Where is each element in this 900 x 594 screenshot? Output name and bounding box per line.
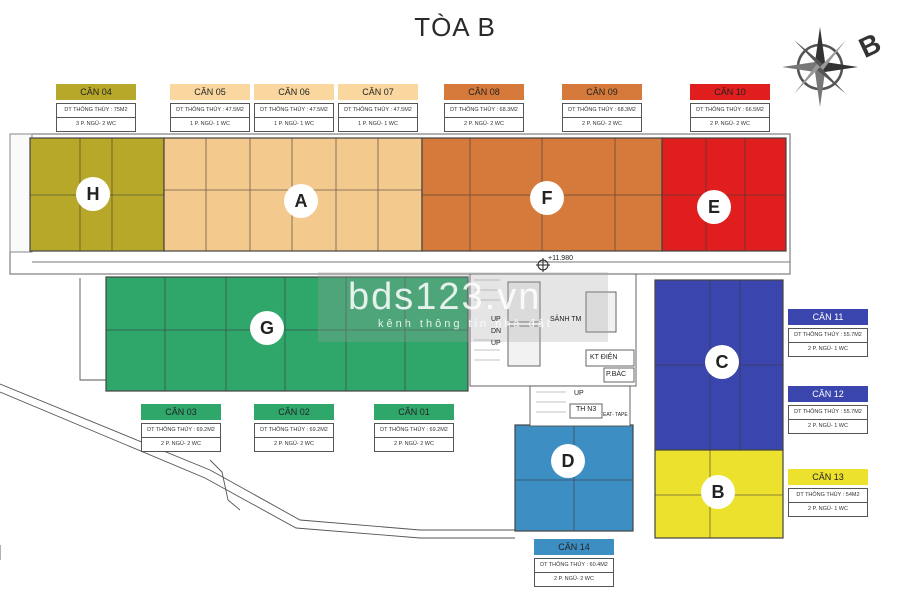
watermark-brand: bds123.vn: [348, 276, 542, 318]
core-sanh: SẢNH TM: [550, 316, 582, 323]
unit-area: DT THÔNG THỦY : 47.5M2: [254, 103, 334, 118]
unit-name: CĂN 04: [56, 84, 136, 100]
unit-rooms: 2 P. NGỦ- 1 WC: [788, 503, 868, 517]
unit-card-can-04: CĂN 04 DT THÔNG THỦY : 75M2 3 P. NGỦ- 2 …: [56, 84, 136, 132]
unit-rooms: 1 P. NGỦ- 1 WC: [254, 118, 334, 132]
compass-rose-icon: [782, 27, 858, 107]
unit-name: CĂN 03: [141, 404, 221, 420]
core-up-3: UP: [574, 390, 584, 397]
unit-rooms: 3 P. NGỦ- 2 WC: [56, 118, 136, 132]
unit-name: CĂN 14: [534, 539, 614, 555]
unit-rooms: 2 P. NGỦ- 2 WC: [690, 118, 770, 132]
unit-area: DT THÔNG THỦY : 47.5M2: [170, 103, 250, 118]
core-up-1: UP: [491, 316, 501, 323]
unit-area: DT THÔNG THỦY : 75M2: [56, 103, 136, 118]
unit-area: DT THÔNG THỦY : 55.7M2: [788, 328, 868, 343]
watermark: bds123.vn kênh thông tin nhà đất: [318, 272, 608, 342]
unit-rooms: 2 P. NGỦ- 2 WC: [374, 438, 454, 452]
core-p-bac: P.BÁC: [606, 371, 627, 378]
unit-name: CĂN 08: [444, 84, 524, 100]
unit-name: CĂN 07: [338, 84, 418, 100]
unit-area: DT THÔNG THỦY : 68.3M2: [444, 103, 524, 118]
unit-area: DT THÔNG THỦY : 54M2: [788, 488, 868, 503]
unit-rooms: 2 P. NGỦ- 2 WC: [444, 118, 524, 132]
unit-name: CĂN 09: [562, 84, 642, 100]
unit-card-can-13: CĂN 13 DT THÔNG THỦY : 54M2 2 P. NGỦ- 1 …: [788, 469, 868, 517]
unit-name: CĂN 02: [254, 404, 334, 420]
unit-name: CĂN 05: [170, 84, 250, 100]
unit-card-can-09: CĂN 09 DT THÔNG THỦY : 68.3M2 2 P. NGỦ- …: [562, 84, 642, 132]
unit-name: CĂN 06: [254, 84, 334, 100]
unit-area: DT THÔNG THỦY : 66.5M2: [690, 103, 770, 118]
unit-name: CĂN 12: [788, 386, 868, 402]
level-mark: +11.980: [548, 255, 573, 262]
unit-name: CĂN 10: [690, 84, 770, 100]
core-kt-dien: KT ĐIỆN: [590, 354, 618, 361]
unit-card-can-03: CĂN 03 DT THÔNG THỦY : 69.2M2 2 P. NGỦ- …: [141, 404, 221, 452]
unit-area: DT THÔNG THỦY : 55.7M2: [788, 405, 868, 420]
core-th-n3: TH N3: [576, 406, 597, 413]
left-wing-outline: [9, 133, 33, 253]
zone-label-g: G: [250, 311, 284, 345]
unit-area: DT THÔNG THỦY : 68.3M2: [562, 103, 642, 118]
unit-rooms: 2 P. NGỦ- 2 WC: [141, 438, 221, 452]
unit-card-can-11: CĂN 11 DT THÔNG THỦY : 55.7M2 2 P. NGỦ- …: [788, 309, 868, 357]
unit-card-can-12: CĂN 12 DT THÔNG THỦY : 55.7M2 2 P. NGỦ- …: [788, 386, 868, 434]
unit-rooms: 2 P. NGỦ- 2 WC: [534, 573, 614, 587]
unit-card-can-06: CĂN 06 DT THÔNG THỦY : 47.5M2 1 P. NGỦ- …: [254, 84, 334, 132]
core-eat-tape: EAT- TAPE: [603, 412, 628, 418]
stair-lines: [474, 279, 566, 413]
unit-rooms: 1 P. NGỦ- 1 WC: [338, 118, 418, 132]
unit-name: CĂN 13: [788, 469, 868, 485]
unit-card-can-02: CĂN 02 DT THÔNG THỦY : 69.2M2 2 P. NGỦ- …: [254, 404, 334, 452]
zone-label-c: C: [705, 345, 739, 379]
core-area: [469, 273, 637, 427]
unit-card-can-07: CĂN 07 DT THÔNG THỦY : 47.5M2 1 P. NGỦ- …: [338, 84, 418, 132]
unit-area: DT THÔNG THỦY : 69.2M2: [141, 423, 221, 438]
zone-label-e: E: [697, 190, 731, 224]
core-dn: DN: [491, 328, 502, 335]
zone-label-b: B: [701, 475, 735, 509]
unit-card-can-05: CĂN 05 DT THÔNG THỦY : 47.5M2 1 P. NGỦ- …: [170, 84, 250, 132]
page-title: TÒA B: [414, 12, 496, 42]
zone-label-d: D: [551, 444, 585, 478]
unit-rooms: 2 P. NGỦ- 1 WC: [788, 420, 868, 434]
unit-card-can-10: CĂN 10 DT THÔNG THỦY : 66.5M2 2 P. NGỦ- …: [690, 84, 770, 132]
unit-rooms: 1 P. NGỦ- 1 WC: [170, 118, 250, 132]
zone-g-block[interactable]: [105, 276, 469, 392]
unit-card-can-08: CĂN 08 DT THÔNG THỦY : 68.3M2 2 P. NGỦ- …: [444, 84, 524, 132]
zone-label-a: A: [284, 184, 318, 218]
unit-area: DT THÔNG THỦY : 60.4M2: [534, 558, 614, 573]
zone-label-h: H: [76, 177, 110, 211]
unit-card-can-14: CĂN 14 DT THÔNG THỦY : 60.4M2 2 P. NGỦ- …: [534, 539, 614, 587]
unit-rooms: 2 P. NGỦ- 2 WC: [562, 118, 642, 132]
unit-area: DT THÔNG THỦY : 47.5M2: [338, 103, 418, 118]
unit-rooms: 2 P. NGỦ- 1 WC: [788, 343, 868, 357]
unit-name: CĂN 01: [374, 404, 454, 420]
watermark-tagline: kênh thông tin nhà đất: [378, 318, 553, 330]
unit-name: CĂN 11: [788, 309, 868, 325]
site-boundary: [0, 278, 515, 560]
unit-area: DT THÔNG THỦY : 69.2M2: [254, 423, 334, 438]
unit-rooms: 2 P. NGỦ- 2 WC: [254, 438, 334, 452]
zone-label-f: F: [530, 181, 564, 215]
unit-card-can-01: CĂN 01 DT THÔNG THỦY : 69.2M2 2 P. NGỦ- …: [374, 404, 454, 452]
core-up-2: UP: [491, 340, 501, 347]
unit-area: DT THÔNG THỦY : 69.2M2: [374, 423, 454, 438]
